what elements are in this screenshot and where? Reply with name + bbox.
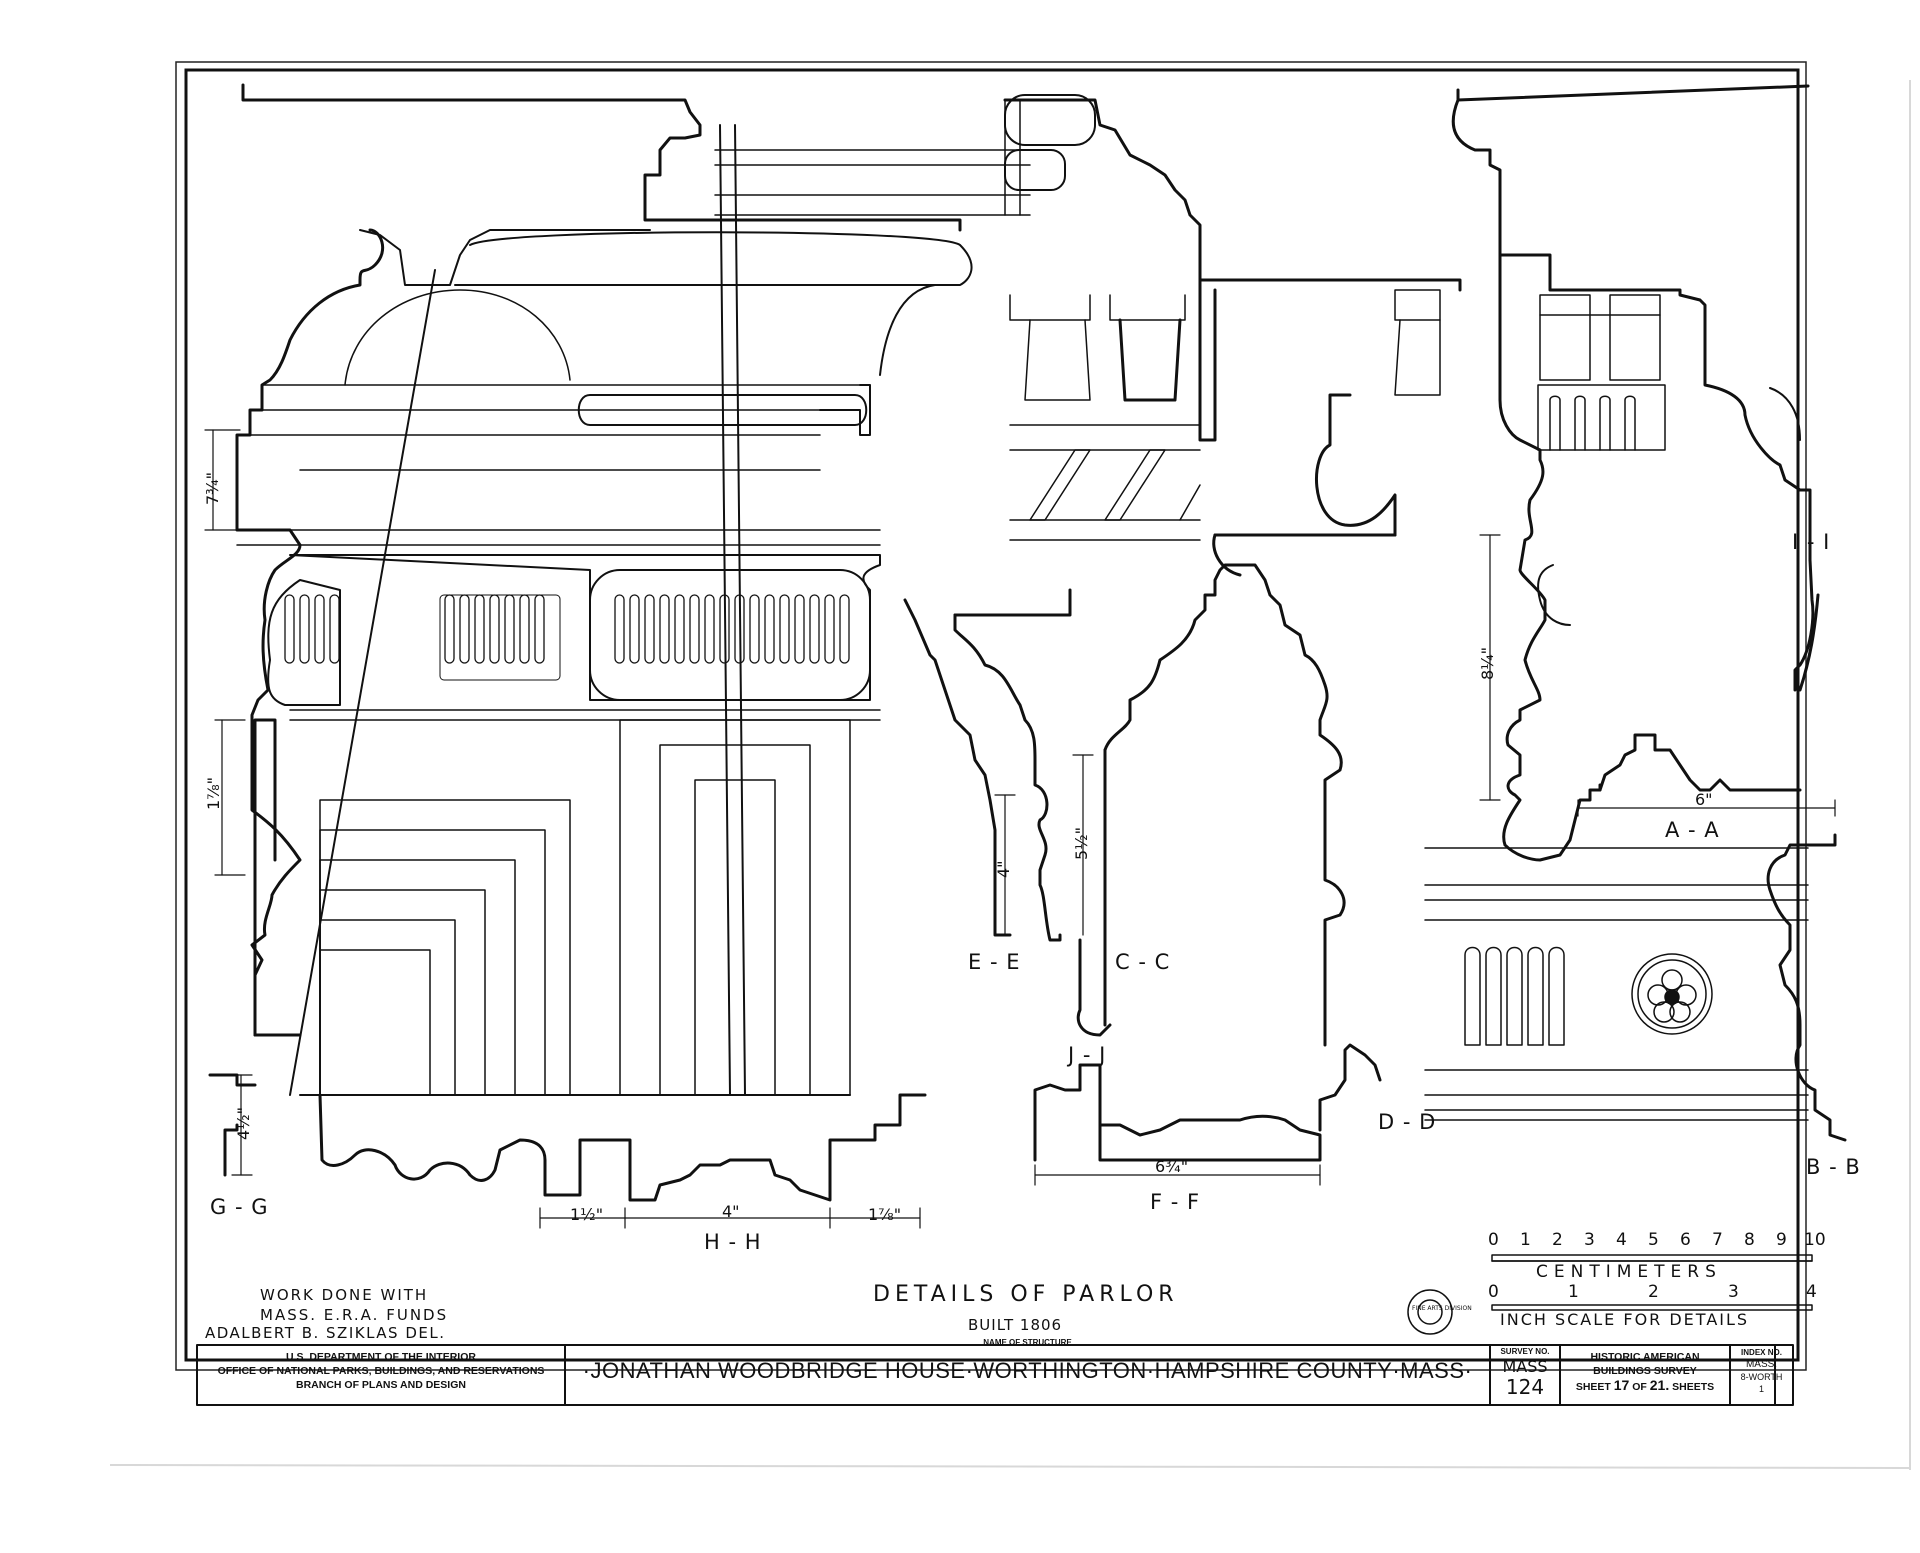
dimension-ii: 8¼" <box>1478 646 1497 680</box>
dimension-lines <box>204 429 1836 1229</box>
section-d-d-frieze <box>1424 847 1809 1121</box>
index-line-2: 8-WORTH <box>1740 1372 1783 1382</box>
section-label-g-g: G - G <box>210 1195 269 1219</box>
dimension-aa: 6" <box>1695 790 1713 809</box>
survey-state: MASS <box>1502 1357 1548 1376</box>
fine-arts-stamp <box>1407 1289 1453 1335</box>
inch-scale <box>1491 1304 1813 1311</box>
section-label-j-j: J - J <box>1068 1043 1107 1067</box>
rosette-ornament <box>1631 953 1713 1035</box>
built-date: BUILT 1806 <box>968 1316 1063 1334</box>
inch-scale-label: INCH SCALE FOR DETAILS <box>1500 1310 1750 1329</box>
outer-border <box>175 61 1807 1371</box>
habs-block: HISTORIC AMERICAN BUILDINGS SURVEY SHEET… <box>1560 1350 1730 1394</box>
inner-border <box>184 68 1800 1362</box>
agency-line-3: BRANCH OF PLANS AND DESIGN <box>296 1379 466 1391</box>
sheet-count: SHEET 17 OF 21. SHEETS <box>1575 1377 1715 1393</box>
fine-arts-stamp-text: FINE ARTS DIVISION <box>1412 1305 1472 1312</box>
dimension-hh-mid: 4" <box>722 1202 740 1221</box>
dimension-mid-left: 1⅞" <box>204 776 223 810</box>
dimension-hh-right: 1⅞" <box>868 1205 902 1224</box>
index-line-3: 1 <box>1758 1384 1764 1394</box>
dimension-ff: 6¾" <box>1155 1157 1189 1176</box>
dimension-cc: 5½" <box>1072 826 1091 860</box>
agency-line-2: OFFICE OF NATIONAL PARKS, BUILDINGS, AND… <box>217 1365 545 1377</box>
section-i-i-a-a <box>1451 84 1847 1142</box>
section-label-d-d: D - D <box>1378 1110 1437 1134</box>
credits-line-1: WORK DONE WITH <box>260 1286 429 1304</box>
agency-block: U.S. DEPARTMENT OF THE INTERIOR OFFICE O… <box>197 1350 565 1392</box>
section-label-h-h: H - H <box>704 1230 762 1254</box>
dimension-ee: 4" <box>994 860 1013 878</box>
section-label-b-b: B - B <box>1806 1155 1861 1179</box>
section-label-e-e: E - E <box>968 950 1021 974</box>
sheet-title: DETAILS OF PARLOR <box>873 1282 1179 1307</box>
cm-scale-label: CENTIMETERS <box>1536 1262 1722 1282</box>
section-label-a-a: A - A <box>1665 818 1720 842</box>
section-label-f-f: F - F <box>1150 1190 1201 1214</box>
credits-line-2: MASS. E.R.A. FUNDS <box>260 1306 449 1324</box>
dimension-hh-left: 1½" <box>570 1205 604 1224</box>
habs-line-1: HISTORIC AMERICAN <box>1590 1351 1700 1363</box>
survey-number: 124 <box>1505 1375 1545 1399</box>
index-block: INDEX NO. MASS. 8-WORTH 1 <box>1730 1347 1793 1395</box>
dimension-gg-height: 7¾" <box>203 471 222 505</box>
paper-edge <box>109 1464 1911 1469</box>
name-caption: NAME OF STRUCTURE <box>983 1338 1072 1347</box>
agency-line-1: U.S. DEPARTMENT OF THE INTERIOR <box>286 1351 476 1363</box>
index-caption: INDEX NO. <box>1741 1348 1782 1357</box>
section-label-i-i: I - I <box>1792 530 1831 554</box>
title-block-frame <box>196 1344 1794 1406</box>
centimeter-scale <box>1491 1254 1813 1262</box>
delineator-credit: ADALBERT B. SZIKLAS DEL. <box>205 1324 446 1342</box>
dimension-gg: 4½" <box>234 1106 253 1140</box>
structure-name: ·JONATHAN WOODBRIDGE HOUSE·WORTHINGTON·H… <box>582 1358 1473 1383</box>
section-center-top <box>714 94 1462 1162</box>
index-line-1: MASS. <box>1745 1359 1778 1370</box>
survey-caption: SURVEY NO. <box>1500 1347 1550 1356</box>
habs-line-2: BUILDINGS SURVEY <box>1593 1365 1697 1377</box>
section-g-g-h-h <box>208 83 973 1202</box>
section-label-c-c: C - C <box>1115 950 1171 974</box>
